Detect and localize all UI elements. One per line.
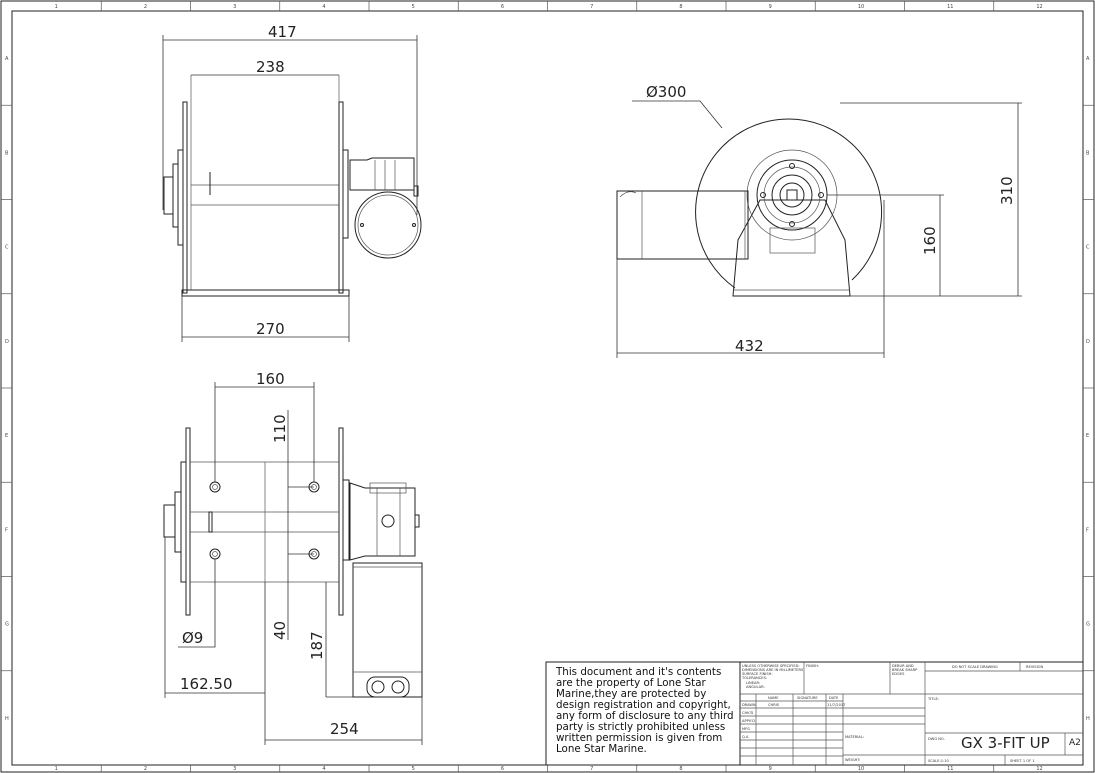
- tb-appvd: APPV'D: [742, 719, 755, 723]
- tb-do-not-scale: DO NOT SCALE DRAWING: [952, 665, 998, 669]
- tb-debur: DEBUR AND: [892, 664, 914, 668]
- tb-revision: REVISION: [1026, 665, 1043, 669]
- dim-diameter-300: Ø300: [646, 83, 686, 101]
- dim-310: 310: [998, 176, 1016, 205]
- column-marker-bottom: 5: [412, 766, 415, 772]
- column-marker-top: 5: [412, 4, 415, 10]
- dim-432: 432: [735, 337, 764, 355]
- tb-drawn-date: 11/7/2017: [827, 703, 845, 707]
- row-marker-right: E: [1086, 433, 1089, 439]
- title-block: [545, 661, 1084, 766]
- row-marker-left: G: [5, 622, 9, 628]
- row-marker-left: H: [5, 716, 9, 722]
- tb-surface: SURFACE FINISH:: [742, 672, 773, 676]
- column-marker-top: 10: [858, 4, 864, 10]
- tb-weight: WEIGHT:: [845, 758, 860, 762]
- tb-mfg: MFG: [742, 727, 750, 731]
- column-marker-bottom: 8: [679, 766, 682, 772]
- row-marker-left: C: [5, 245, 9, 251]
- tb-material: MATERIAL:: [845, 735, 864, 739]
- column-marker-bottom: 9: [769, 766, 772, 772]
- column-marker-top: 9: [769, 4, 772, 10]
- dim-162-50: 162.50: [180, 675, 233, 693]
- row-marker-right: A: [1086, 56, 1090, 62]
- row-marker-left: A: [5, 56, 9, 62]
- dim-270: 270: [256, 320, 285, 338]
- column-marker-top: 6: [501, 4, 504, 10]
- tb-dwg-no: GX 3-FIT UP: [961, 734, 1050, 752]
- dim-254: 254: [330, 720, 359, 738]
- row-marker-right: F: [1086, 527, 1089, 533]
- row-marker-right: H: [1086, 716, 1090, 722]
- column-marker-top: 3: [233, 4, 236, 10]
- tb-finish: FINISH:: [806, 664, 819, 668]
- tb-size: A2: [1069, 738, 1081, 748]
- row-marker-left: B: [5, 150, 9, 156]
- row-marker-right: C: [1086, 245, 1090, 251]
- tb-break: BREAK SHARP: [892, 668, 918, 672]
- tb-sheet: SHEET 1 OF 1: [1010, 759, 1035, 763]
- column-marker-top: 4: [322, 4, 325, 10]
- column-marker-bottom: 2: [144, 766, 147, 772]
- tb-tolerances: TOLERANCES:: [741, 676, 767, 680]
- dim-160-spacing: 160: [256, 370, 285, 388]
- column-marker-top: 7: [590, 4, 593, 10]
- column-marker-bottom: 12: [1036, 766, 1042, 772]
- column-marker-bottom: 10: [858, 766, 864, 772]
- column-marker-top: 8: [679, 4, 682, 10]
- column-marker-bottom: 1: [55, 766, 58, 772]
- tb-chkd: CHK'D: [742, 711, 754, 715]
- tb-qa: Q.A: [742, 735, 749, 739]
- row-marker-right: G: [1086, 622, 1090, 628]
- row-marker-left: F: [5, 527, 8, 533]
- column-marker-top: 12: [1036, 4, 1042, 10]
- copyright-note: This document and it's contents are the …: [556, 666, 734, 755]
- tb-angular: ANGULAR:: [746, 685, 765, 689]
- row-marker-right: D: [1086, 339, 1090, 345]
- title-block-text: UNLESS OTHERWISE SPECIFIED: DIMENSIONS A…: [741, 664, 1081, 763]
- column-marker-bottom: 6: [501, 766, 504, 772]
- tb-dims-mm: DIMENSIONS ARE IN MILLIMETERS: [742, 668, 804, 672]
- row-marker-left: D: [5, 339, 9, 345]
- tb-unless: UNLESS OTHERWISE SPECIFIED:: [742, 664, 800, 668]
- column-marker-bottom: 3: [233, 766, 236, 772]
- tb-edges: EDGES: [892, 672, 905, 676]
- row-marker-left: E: [5, 433, 8, 439]
- tb-scale: SCALE:1:10: [928, 759, 950, 763]
- top-view: [163, 382, 423, 745]
- dim-187: 187: [308, 631, 326, 660]
- tb-title: TITLE:: [927, 697, 939, 701]
- tb-signature: SIGNATURE: [797, 696, 818, 700]
- side-view: [616, 100, 1022, 358]
- tb-drawn-name: CHRIS: [768, 703, 780, 707]
- column-marker-top: 2: [144, 4, 147, 10]
- row-marker-right: B: [1086, 150, 1090, 156]
- column-marker-bottom: 7: [590, 766, 593, 772]
- tb-drawn: DRAWN: [742, 703, 756, 707]
- front-view: [162, 35, 422, 342]
- tb-linear: LINEAR:: [746, 681, 760, 685]
- column-marker-bottom: 11: [947, 766, 953, 772]
- dim-160-height: 160: [921, 226, 939, 255]
- tb-date: DATE: [829, 696, 839, 700]
- dim-40: 40: [271, 621, 289, 640]
- column-marker-top: 11: [947, 4, 953, 10]
- column-marker-top: 1: [55, 4, 58, 10]
- dim-diameter-9: Ø9: [182, 629, 203, 647]
- dim-417: 417: [268, 23, 297, 41]
- dim-238: 238: [256, 58, 285, 76]
- tb-name: NAME: [768, 696, 779, 700]
- dim-110: 110: [271, 414, 289, 443]
- tb-dwg-no-label: DWG NO.: [928, 737, 945, 741]
- column-marker-bottom: 4: [322, 766, 325, 772]
